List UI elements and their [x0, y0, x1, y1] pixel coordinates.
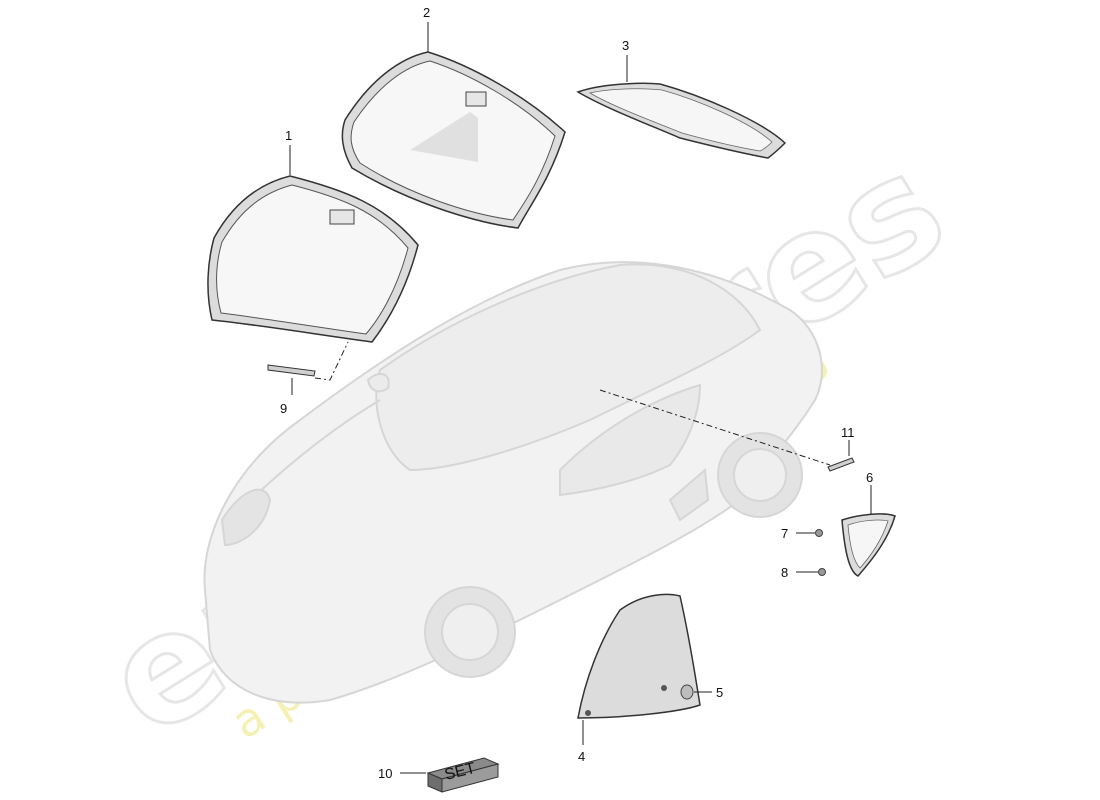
callout-11: 11: [841, 425, 855, 440]
quarter-window-part-6: [841, 513, 896, 577]
roof-glass-part-3: [576, 82, 787, 159]
cap-part-5: [680, 684, 694, 700]
car-body: [203, 261, 823, 704]
door-glass-part-4: [577, 593, 701, 719]
callouts: 1 2 3 4 5 6 7 8 9 10 11: [280, 5, 873, 781]
callout-7: 7: [781, 526, 788, 541]
windscreen-part-2: [341, 51, 566, 229]
sensor-bracket-part-9: [267, 364, 316, 377]
callout-6: 6: [866, 470, 873, 485]
callout-10: 10: [378, 766, 392, 781]
callout-5: 5: [716, 685, 723, 700]
screw-part-7: [815, 529, 823, 537]
set-box-part-10: SET: [426, 757, 500, 793]
callout-3: 3: [622, 38, 629, 53]
callout-8: 8: [781, 565, 788, 580]
windscreen-part-1: [207, 175, 419, 343]
screw-part-8: [818, 568, 826, 576]
callout-1: 1: [285, 128, 292, 143]
leader-lines: [289, 22, 872, 774]
dashed-leaders: [314, 341, 831, 466]
callout-4: 4: [578, 749, 585, 764]
seal-strip-part-11: [827, 457, 855, 472]
callout-2: 2: [423, 5, 430, 20]
callout-9: 9: [280, 401, 287, 416]
